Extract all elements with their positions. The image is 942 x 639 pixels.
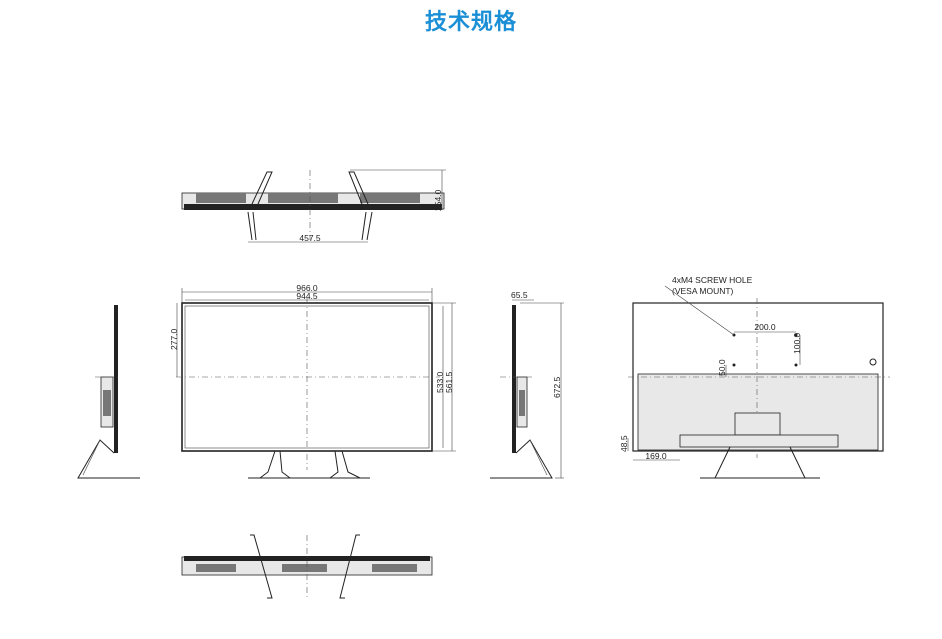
page-title: 技术规格 [424, 10, 517, 35]
dim-back-vesa-offset: 50.0 [717, 359, 727, 376]
left-side-panel [114, 305, 118, 453]
left-side-view [77, 305, 140, 479]
dim-back-stand-height: 48.5 [619, 435, 629, 452]
vesa-hole-4 [794, 363, 798, 367]
front-view: 966.0 944.5 277.0 533.0 561.5 [169, 283, 456, 479]
bottom-view [181, 534, 433, 600]
dim-front-height-panel: 561.5 [444, 371, 454, 393]
dim-back-vesa-v: 100.0 [792, 332, 802, 354]
dim-side-depth: 65.5 [511, 290, 528, 300]
dim-front-height-inner: 533.0 [435, 371, 445, 393]
back-view: 4xM4 SCREW HOLE (VESA MOUNT) 200.0 100.0… [619, 275, 890, 479]
back-stand-right [778, 446, 806, 479]
right-side-panel [512, 305, 516, 453]
top-stand-leg-right [348, 171, 369, 205]
back-screw-label-1: 4xM4 SCREW HOLE [672, 275, 753, 285]
bottom-view-bezel [184, 556, 430, 561]
dim-top-stand-depth: 254.0 [433, 189, 443, 211]
front-stand-left [258, 450, 292, 479]
left-side-stand [77, 439, 140, 479]
dim-side-total-height: 672.5 [552, 376, 562, 398]
bottom-leg-left [250, 534, 273, 599]
top-view-bezel [184, 204, 442, 210]
back-screw-label-2: (VESA MOUNT) [672, 286, 734, 296]
vesa-hole-3 [732, 363, 736, 367]
dim-back-vesa-h: 200.0 [754, 322, 776, 332]
dim-front-bottom-to-center: 277.0 [169, 328, 179, 350]
front-stand-right [328, 450, 361, 479]
dim-front-width-overall: 966.0 [296, 283, 318, 293]
top-stand-leg-left [251, 171, 273, 205]
bottom-leg-right [339, 534, 360, 599]
right-side-view: 65.5 672.5 [490, 290, 564, 479]
vesa-hole-2 [794, 333, 798, 337]
dim-top-stand-width: 457.5 [299, 233, 321, 243]
top-view: 457.5 254.0 [181, 169, 446, 243]
right-side-stand [490, 439, 553, 479]
dim-back-stand-offset: 169.0 [645, 451, 667, 461]
back-stand-left [714, 446, 742, 479]
dim-front-width-inner: 944.5 [296, 291, 318, 301]
